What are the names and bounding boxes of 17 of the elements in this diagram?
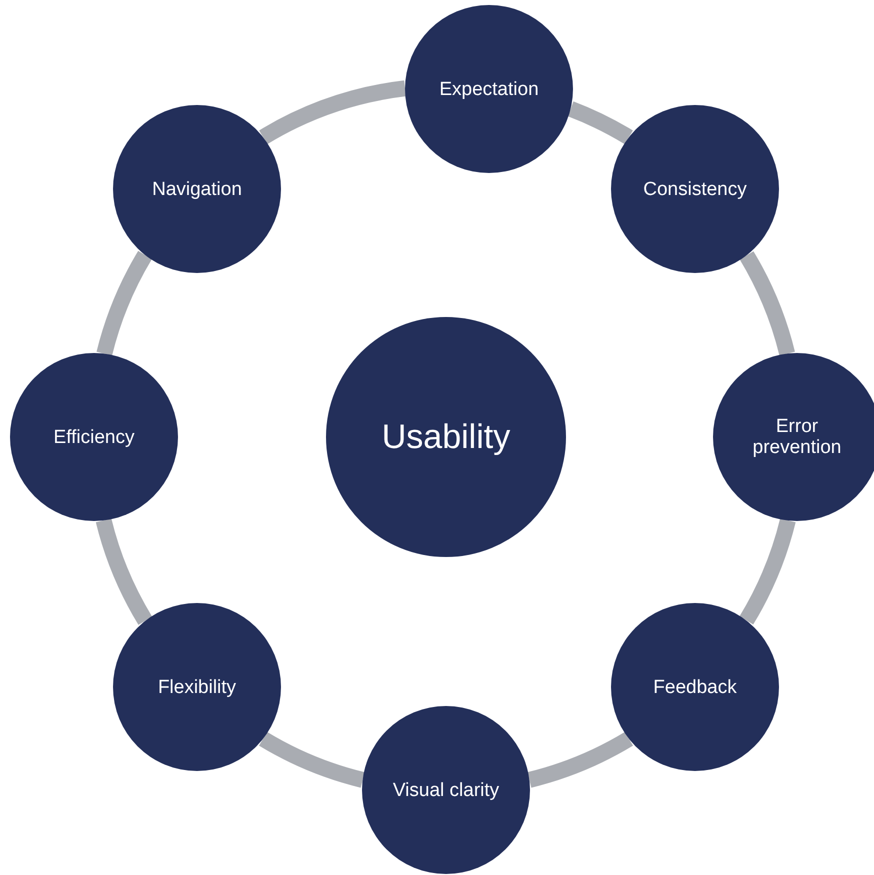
node-label: Error prevention (752, 416, 842, 458)
node-label: Expectation (439, 78, 539, 100)
node-label: Consistency (643, 178, 747, 200)
connector-arc (259, 732, 365, 788)
connector-arc (739, 518, 796, 624)
node-label: Navigation (152, 178, 242, 200)
node-label: Feedback (653, 676, 737, 698)
connector-arc (740, 251, 795, 356)
node-label: Efficiency (54, 426, 134, 448)
connector-arc (96, 251, 152, 356)
node-label: Flexibility (158, 676, 236, 698)
node-label: Visual clarity (392, 780, 500, 800)
node-label: Usability (382, 418, 510, 456)
connector-arc (568, 101, 633, 144)
connector-arc (527, 732, 633, 788)
connector-arc (259, 80, 406, 144)
connector-arc (96, 518, 152, 625)
